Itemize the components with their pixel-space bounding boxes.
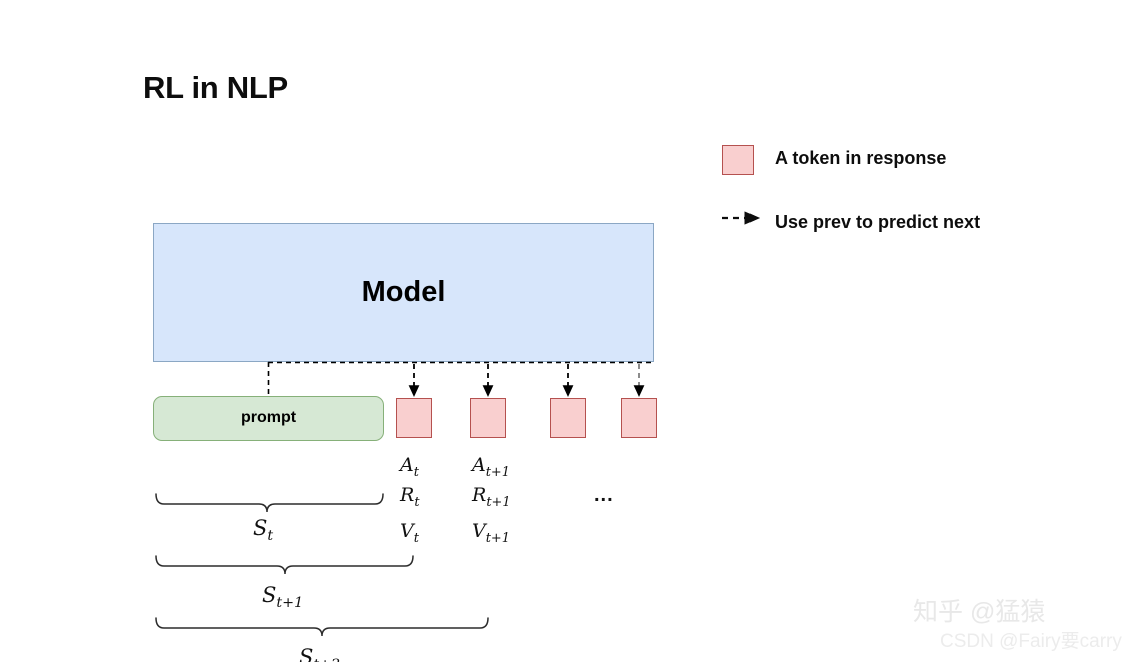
symbol-action: A: [472, 454, 486, 476]
subscript-t-plus-1: t+1: [485, 464, 510, 480]
subscript-t-plus-1: t+1: [276, 595, 304, 612]
prompt-box: prompt: [153, 396, 384, 441]
symbol-reward: R: [400, 484, 415, 506]
symbol-value: V: [472, 520, 486, 542]
annotation-action-t-plus-1: At+1: [472, 454, 510, 480]
symbol-value: V: [400, 520, 414, 542]
watermark-csdn: CSDN @Fairy要carry: [940, 631, 1122, 652]
subscript-t-plus-1: t+1: [485, 530, 510, 546]
annotation-action-t: At: [400, 454, 419, 480]
symbol-state: S: [262, 583, 277, 607]
annotation-ellipsis: ...: [594, 484, 614, 506]
token-box-1: [396, 398, 432, 438]
token-box-4: [621, 398, 657, 438]
annotation-reward-t: Rt: [400, 484, 420, 510]
annotation-reward-t-plus-1: Rt+1: [472, 484, 511, 510]
watermark-zhihu: 知乎 @猛猿: [913, 598, 1046, 626]
state-label-t: St: [253, 516, 273, 544]
token-box-3: [550, 398, 586, 438]
subscript-t-plus-2: t+2: [313, 657, 340, 662]
brace-state-t-plus-1: [155, 555, 414, 575]
state-label-t-plus-2: St+2: [299, 645, 340, 662]
token-box-2: [470, 398, 506, 438]
model-box: Model: [153, 223, 654, 362]
legend-token-label: A token in response: [775, 148, 947, 168]
dashed-arrow-icon: [722, 211, 760, 225]
brace-state-t: [155, 493, 384, 513]
subscript-t: t: [413, 464, 419, 480]
subscript-t: t: [267, 528, 274, 545]
symbol-reward: R: [472, 484, 487, 506]
symbol-action: A: [400, 454, 414, 476]
symbol-state: S: [299, 645, 314, 662]
symbol-state: S: [253, 516, 268, 540]
state-label-t-plus-1: St+1: [262, 583, 303, 611]
subscript-t: t: [414, 494, 420, 510]
annotation-value-t-plus-1: Vt+1: [472, 520, 510, 546]
subscript-t: t: [413, 530, 419, 546]
legend-token-swatch: [722, 145, 754, 175]
legend-arrow-label: Use prev to predict next: [775, 212, 981, 232]
prompt-box-label: prompt: [240, 409, 297, 426]
subscript-t-plus-1: t+1: [486, 494, 511, 510]
page-title: RL in NLP: [143, 70, 288, 105]
model-box-label: Model: [361, 276, 446, 308]
brace-state-t-plus-2: [155, 617, 489, 637]
annotation-value-t: Vt: [400, 520, 419, 546]
